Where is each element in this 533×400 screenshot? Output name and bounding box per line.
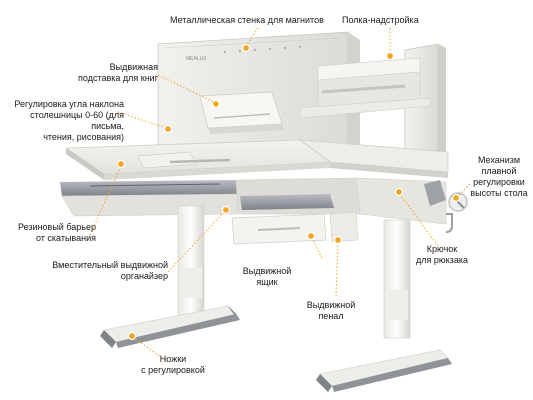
tabletop <box>64 139 449 180</box>
shelf-top-unit <box>299 32 446 173</box>
brand-logo: MEALUX <box>186 56 207 62</box>
book-stand <box>199 91 284 134</box>
height-crank <box>424 180 468 212</box>
callout-hook: Крючок для рюкзака <box>416 244 468 265</box>
callout-lines <box>89 27 471 363</box>
callout-mechanism: Механизм плавной регулировки высоты стол… <box>470 155 528 198</box>
callout-book-stand: Выдвижная подставка для книг <box>78 62 158 83</box>
callout-drawer: Выдвижной ящик <box>242 266 292 287</box>
callout-rubber-barrier: Резиновый барьер от скатывания <box>18 222 96 243</box>
callout-tilt: Регулировка угла наклона столешницы 0-60… <box>14 99 124 142</box>
callout-markers <box>116 43 461 341</box>
right-leg <box>316 219 452 392</box>
backpack-hook <box>445 213 453 233</box>
callout-pencil-case: Выдвижной пенал <box>306 300 356 321</box>
callout-metal-wall: Металлическая стенка для магнитов <box>170 15 324 25</box>
callout-organizer: Вместительный выдвижной органайзер <box>52 260 168 281</box>
drawer-box <box>231 211 359 245</box>
callout-legs: Ножки с регулировкой <box>141 354 205 375</box>
callout-shelf-top: Полка-надстройка <box>342 15 419 25</box>
left-leg <box>100 205 240 348</box>
